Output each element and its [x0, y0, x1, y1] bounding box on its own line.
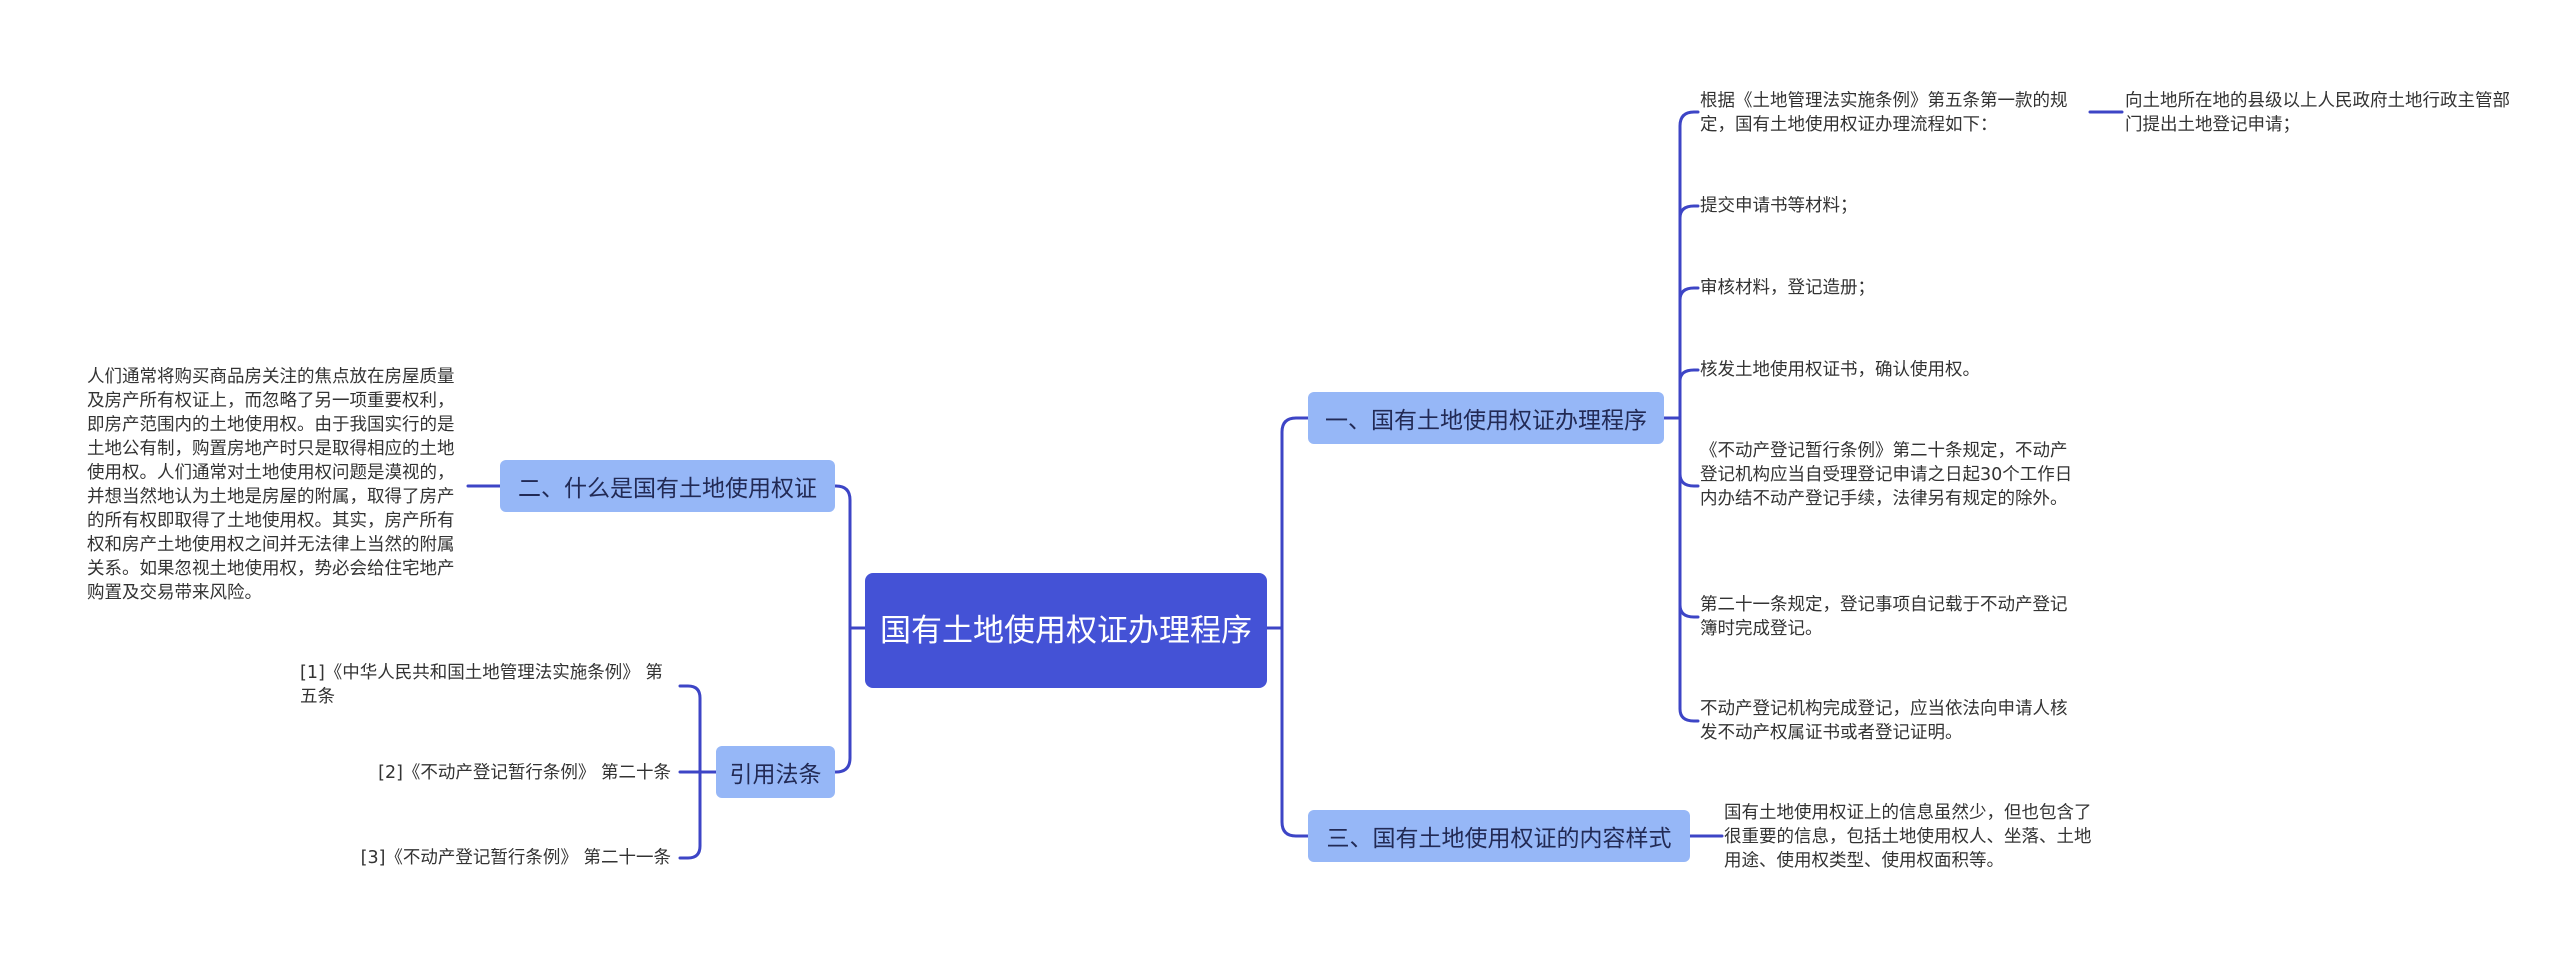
leaf-cited-law-2: [2]《不动产登记暂行条例》 第二十条	[378, 763, 671, 783]
branch-what-is[interactable]: 二、什么是国有土地使用权证	[500, 460, 835, 512]
leaf-procedure-article20: 《不动产登记暂行条例》第二十条规定，不动产登记机构应当自受理登记申请之日起30个…	[1700, 441, 2073, 509]
root-title: 国有土地使用权证办理程序	[880, 612, 1252, 649]
root-topic[interactable]: 国有土地使用权证办理程序	[865, 573, 1267, 688]
branch-content-format[interactable]: 三、国有土地使用权证的内容样式	[1308, 810, 1690, 862]
leaf-procedure-basis: 根据《土地管理法实施条例》第五条第一款的规定，国有土地使用权证办理流程如下：	[1700, 91, 2068, 135]
leaf-procedure-submit: 提交申请书等材料；	[1700, 196, 1858, 216]
leaf-procedure-certificate: 不动产登记机构完成登记，应当依法向申请人核发不动产权属证书或者登记证明。	[1700, 699, 2068, 743]
leaf-procedure-issue: 核发土地使用权证书，确认使用权。	[1700, 360, 1980, 380]
branch-what-is-label: 二、什么是国有土地使用权证	[518, 476, 817, 502]
branch-content-format-label: 三、国有土地使用权证的内容样式	[1326, 826, 1672, 852]
leaf-cited-law-3: [3]《不动产登记暂行条例》 第二十一条	[360, 848, 671, 868]
leaf-procedure-review: 审核材料，登记造册；	[1700, 278, 1875, 298]
leaf-procedure-article21: 第二十一条规定，登记事项自记载于不动产登记簿时完成登记。	[1700, 595, 2068, 639]
leaf-cited-law-1: [1]《中华人民共和国土地管理法实施条例》 第五条	[300, 663, 663, 707]
branch-cited-laws[interactable]: 引用法条	[716, 746, 835, 798]
branch-cited-laws-label: 引用法条	[729, 762, 822, 788]
branch-procedure-label: 一、国有土地使用权证办理程序	[1325, 408, 1647, 434]
branch-procedure[interactable]: 一、国有土地使用权证办理程序	[1308, 392, 1664, 444]
leaf-procedure-apply: 向土地所在地的县级以上人民政府土地行政主管部门提出土地登记申请；	[2125, 91, 2510, 135]
leaf-content-format-description: 国有土地使用权证上的信息虽然少，但也包含了很重要的信息，包括土地使用权人、坐落、…	[1724, 803, 2092, 871]
leaf-what-is-description: 人们通常将购买商品房关注的焦点放在房屋质量及房产所有权证上，而忽略了另一项重要权…	[87, 367, 455, 603]
